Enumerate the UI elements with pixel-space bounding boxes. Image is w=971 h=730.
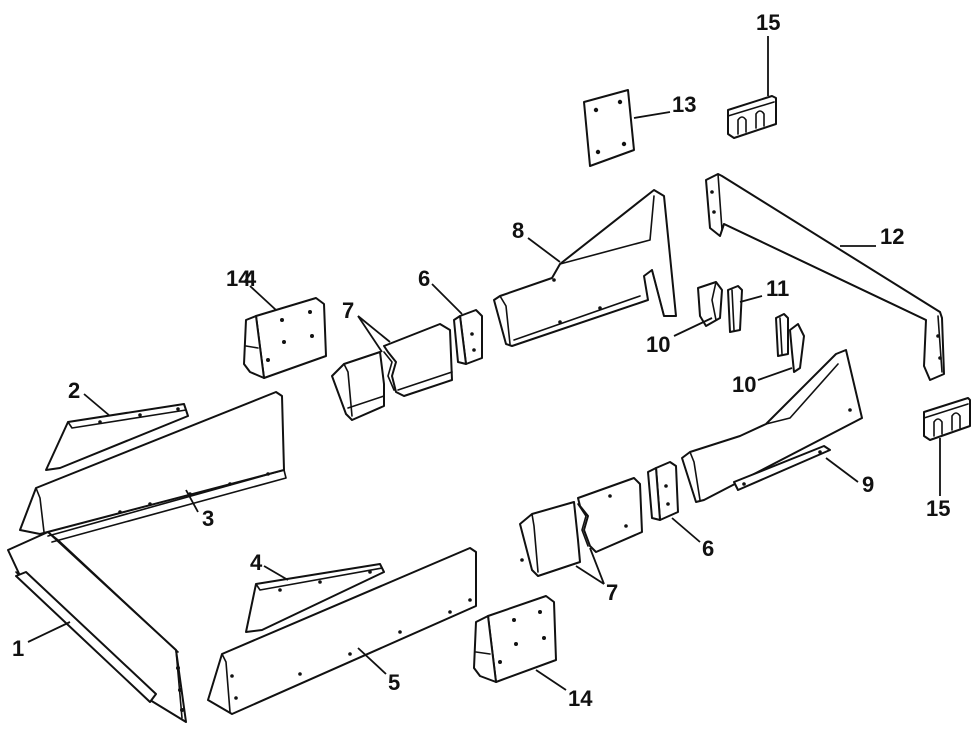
part-9-lower-side-panel <box>681 349 863 503</box>
part-15-lower-shim <box>923 397 971 441</box>
part-7-upper-shield-pair <box>331 323 453 421</box>
callout-10-upper: 10 <box>646 332 670 357</box>
part-4-lower-angle-brace <box>245 563 385 633</box>
callout-5: 5 <box>388 670 400 695</box>
callout-10-lower: 10 <box>732 372 756 397</box>
part-13-square-plate <box>583 89 635 167</box>
part-10-upper-filler <box>697 281 723 327</box>
callout-12: 12 <box>880 224 904 249</box>
leader-lines <box>27 36 941 691</box>
part-15-upper-shim <box>727 95 777 139</box>
callout-14-lower: 14 <box>568 686 593 711</box>
callout-6-upper: 6 <box>418 266 430 291</box>
callout-2: 2 <box>68 378 80 403</box>
part-6-lower-bracket <box>647 461 679 521</box>
callout-1: 1 <box>12 636 24 661</box>
part-14-upper-mounting-plate <box>243 297 327 379</box>
callout-13: 13 <box>672 92 696 117</box>
callout-7-upper: 7 <box>342 298 354 323</box>
part-2-angle-brace <box>45 403 189 471</box>
callout-9: 9 <box>862 472 874 497</box>
part-1-front-panel <box>7 531 187 723</box>
callout-4-upper-digit: 4 <box>244 266 257 291</box>
part-12-rear-panel <box>705 173 945 381</box>
part-14-lower-mounting-plate <box>473 595 557 683</box>
part-11-strip <box>727 285 743 333</box>
part-6-upper-bracket <box>453 309 483 365</box>
callout-3: 3 <box>202 506 214 531</box>
callout-8: 8 <box>512 218 524 243</box>
callout-labels: 1 2 3 4 5 14 7 6 8 10 11 10 12 13 15 9 6… <box>12 10 950 711</box>
part-8-upper-side-panel <box>493 189 677 347</box>
part-3-left-side-panel <box>19 391 287 543</box>
callout-11: 11 <box>766 276 789 301</box>
callout-7-lower: 7 <box>606 580 618 605</box>
callout-6-lower: 6 <box>702 536 714 561</box>
callout-15-lower: 15 <box>926 496 950 521</box>
part-10-lower-filler <box>775 313 805 373</box>
part-5-lower-side-panel <box>207 547 477 715</box>
callout-14-upper-digit-1: 14 <box>226 266 251 291</box>
callout-4-lower: 4 <box>250 550 263 575</box>
callout-15-upper: 15 <box>756 10 780 35</box>
part-7-lower-shield-pair <box>519 477 643 577</box>
